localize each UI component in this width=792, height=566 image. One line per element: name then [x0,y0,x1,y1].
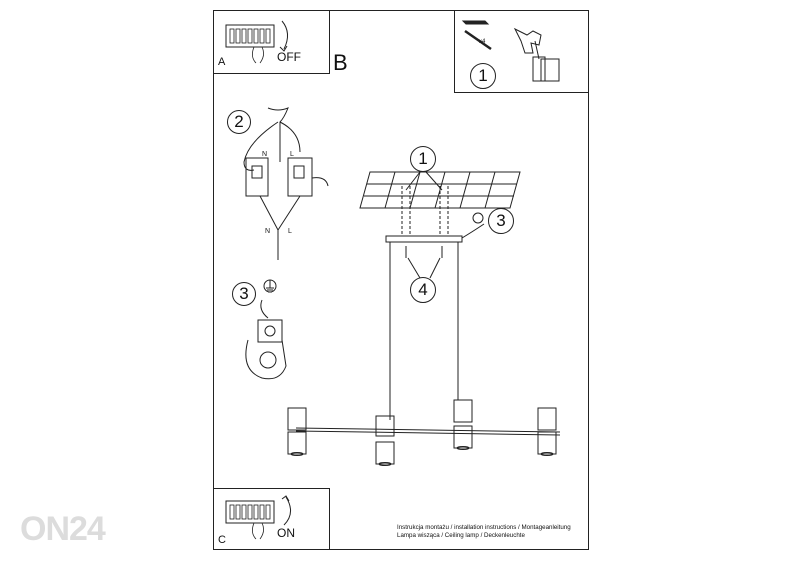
panel-c: C ON [213,488,330,550]
panel-a: A OFF [213,10,330,74]
watermark-logo: ON24 [20,510,106,548]
wiring-live-bottom: L [288,228,292,235]
tools-step-number: 1 [470,63,496,89]
panel-tools: x4 1 [454,10,589,93]
panel-b-letter: B [333,50,348,75]
panel-c-action: ON [277,526,295,540]
wiring-step-number: 2 [227,110,251,134]
panel-a-letter: A [218,56,226,68]
switch-on-icon [225,495,291,540]
mount-wire-step: 4 [410,277,436,303]
drill-and-dowels-icon [461,20,560,82]
wiring-live-top: L [290,151,294,158]
footer-line-2: Lampa wisząca / Ceiling lamp / Deckenleu… [397,532,525,539]
switch-off-icon [225,20,288,64]
instruction-sheet [213,10,589,550]
panel-a-action: OFF [277,50,301,64]
footer-text: Instrukcja montażu / installation instru… [397,524,571,540]
wiring-neutral-top: N [262,151,268,158]
dowel-quantity: x4 [479,39,486,45]
wiring-neutral-bottom: N [265,228,271,235]
panel-c-letter: C [218,534,226,546]
footer-line-1: Instrukcja montażu / installation instru… [397,524,571,531]
earth-step-number: 3 [232,282,256,306]
mount-earth-step: 3 [488,208,514,234]
